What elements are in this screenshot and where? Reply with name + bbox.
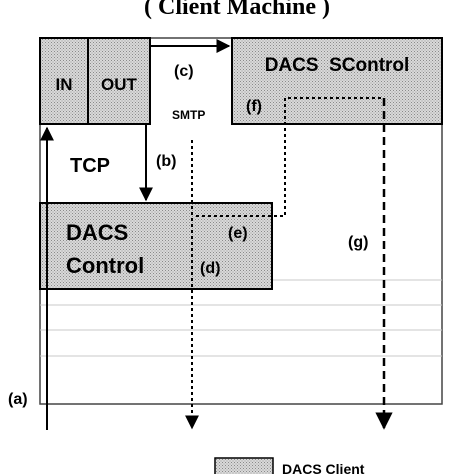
grid-lines xyxy=(40,279,442,357)
legend-swatch xyxy=(214,457,274,474)
connector-e-f xyxy=(196,97,384,217)
label-tcp: TCP xyxy=(70,155,110,177)
label-f: (f) xyxy=(246,98,262,115)
dacs-scontrol-label: DACS SControl xyxy=(265,55,410,76)
label-a: (a) xyxy=(8,391,28,408)
out-label: OUT xyxy=(101,75,138,94)
label-smtp: SMTP xyxy=(172,108,205,122)
in-box xyxy=(39,37,89,125)
dacs-control-box xyxy=(39,202,273,290)
legend-label: DACS Client xyxy=(282,461,365,474)
label-c: (c) xyxy=(174,63,194,80)
dacs-control-label-line2: Control xyxy=(66,253,144,278)
dacs-scontrol-box xyxy=(231,37,443,125)
diagram-title: ( Client Machine ) xyxy=(144,0,330,20)
label-b: (b) xyxy=(156,153,176,170)
label-e: (e) xyxy=(228,225,248,242)
in-label: IN xyxy=(56,75,73,94)
label-d: (d) xyxy=(200,260,220,277)
dacs-control-label-line1: DACS xyxy=(66,220,128,245)
label-g: (g) xyxy=(348,234,368,251)
out-box xyxy=(87,37,151,125)
